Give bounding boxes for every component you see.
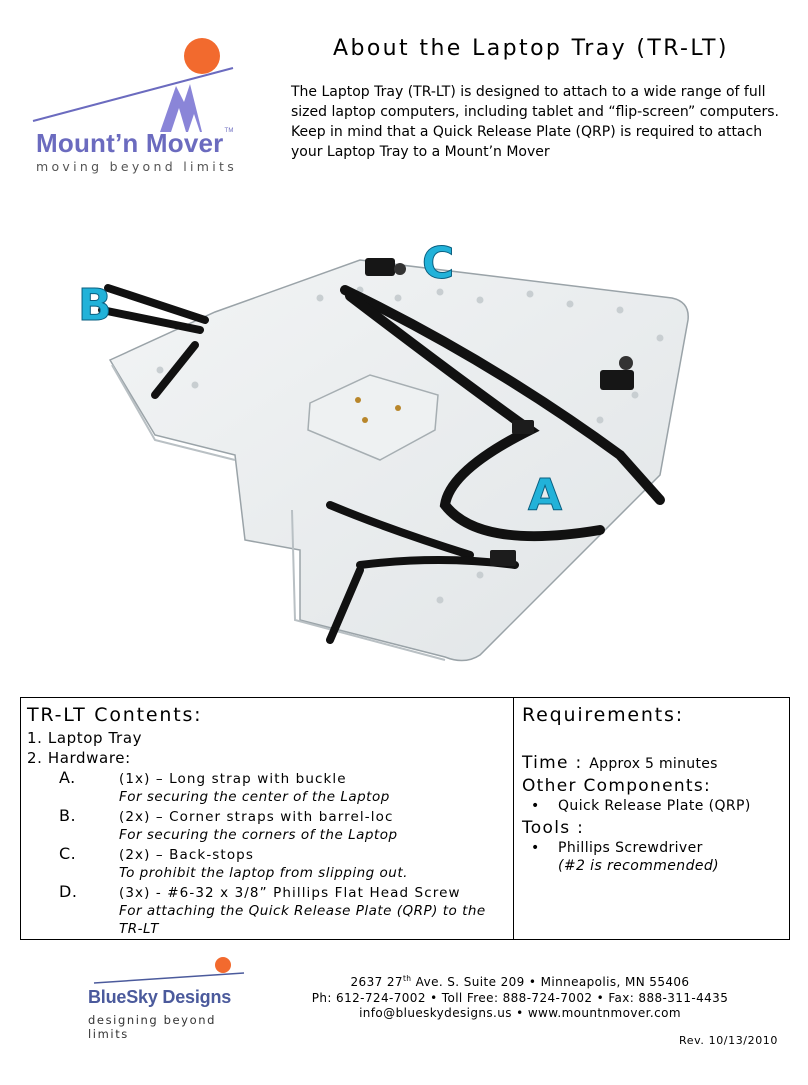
hardware-desc: To prohibit the laptop from slipping out…: [119, 865, 408, 881]
brand-name: Mount’n MoverTM: [36, 128, 234, 158]
bullet-icon: •: [531, 840, 540, 856]
hardware-item-d: D. (3x) - #6-32 x 3/8” Phillips Flat Hea…: [27, 882, 513, 937]
hardware-main: (1x) – Long strap with buckle: [119, 771, 347, 787]
label-b: B: [78, 280, 113, 332]
hardware-main: (2x) – Corner straps with barrel-loc: [119, 809, 394, 825]
bluesky-logo: BlueSky Designs designing beyond limits: [84, 955, 254, 1041]
hardware-letter: D.: [59, 882, 78, 901]
hardware-desc: For securing the corners of the Laptop: [119, 827, 398, 843]
bluesky-tagline: designing beyond limits: [88, 1013, 216, 1041]
page-title: About the Laptop Tray (TR-LT): [333, 36, 729, 61]
mountnmover-logo: Mount’n MoverTM moving beyond limits: [28, 36, 268, 176]
tool-text: Phillips Screwdriver: [558, 840, 703, 856]
time-line: Time : Approx 5 minutes: [522, 752, 789, 775]
bluesky-brand-name: BlueSky Designs: [88, 987, 232, 1007]
hardware-letter: B.: [59, 806, 77, 825]
contents-column: TR-LT Contents: 1. Laptop Tray 2. Hardwa…: [21, 698, 514, 939]
tools-label: Tools :: [522, 818, 585, 838]
hardware-desc: For attaching the Quick Release Plate (Q…: [119, 903, 486, 937]
hardware-letter: C.: [59, 844, 77, 863]
hardware-item-b: B. (2x) – Corner straps with barrel-loc …: [27, 806, 513, 844]
hardware-main: (3x) - #6-32 x 3/8” Phillips Flat Head S…: [119, 885, 461, 901]
time-label: Time :: [522, 753, 583, 773]
phone-numbers: Ph: 612-724-7002 • Toll Free: 888-724-70…: [311, 990, 729, 1005]
web-contact: info@blueskydesigns.us • www.mountnmover…: [359, 1006, 681, 1020]
contents-table: TR-LT Contents: 1. Laptop Tray 2. Hardwa…: [20, 697, 790, 940]
tool-item: • Phillips Screwdriver (#2 is recommende…: [522, 839, 789, 875]
other-component-text: Quick Release Plate (QRP): [558, 798, 751, 814]
intro-paragraph: The Laptop Tray (TR-LT) is designed to a…: [291, 84, 779, 160]
contents-item-1: 1. Laptop Tray: [27, 729, 143, 747]
other-components-label: Other Components:: [522, 776, 712, 796]
tool-note: (#2 is recommended): [558, 858, 720, 874]
bullet-icon: •: [531, 798, 540, 814]
time-value: Approx 5 minutes: [589, 756, 718, 772]
brand-tagline: moving beyond limits: [36, 159, 238, 174]
hardware-letter: A.: [59, 768, 76, 787]
contact-info: 2637 27th Ave. S. Suite 209 • Minneapoli…: [300, 971, 740, 1022]
label-c: C: [421, 238, 455, 290]
bluesky-logo-graphic: [93, 957, 245, 984]
hardware-desc: For securing the center of the Laptop: [119, 789, 390, 805]
address: 2637 27th Ave. S. Suite 209 • Minneapoli…: [350, 974, 690, 989]
contents-item-2: 2. Hardware:: [27, 749, 131, 767]
contents-heading: TR-LT Contents:: [27, 704, 203, 726]
other-component-item: • Quick Release Plate (QRP): [522, 797, 789, 815]
label-a: A: [527, 470, 563, 522]
hardware-main: (2x) – Back-stops: [119, 847, 254, 863]
requirements-column: Requirements: Time : Approx 5 minutes Ot…: [514, 698, 789, 939]
hardware-item-a: A. (1x) – Long strap with buckle For sec…: [27, 768, 513, 806]
requirements-heading: Requirements:: [522, 704, 684, 726]
logo-graphic: [32, 38, 234, 132]
laptop-tray-photo: B C A: [60, 220, 760, 680]
laptop-tray-illustration: [98, 258, 689, 662]
hardware-item-c: C. (2x) – Back-stops To prohibit the lap…: [27, 844, 513, 882]
revision-date: Rev. 10/13/2010: [679, 1034, 778, 1047]
